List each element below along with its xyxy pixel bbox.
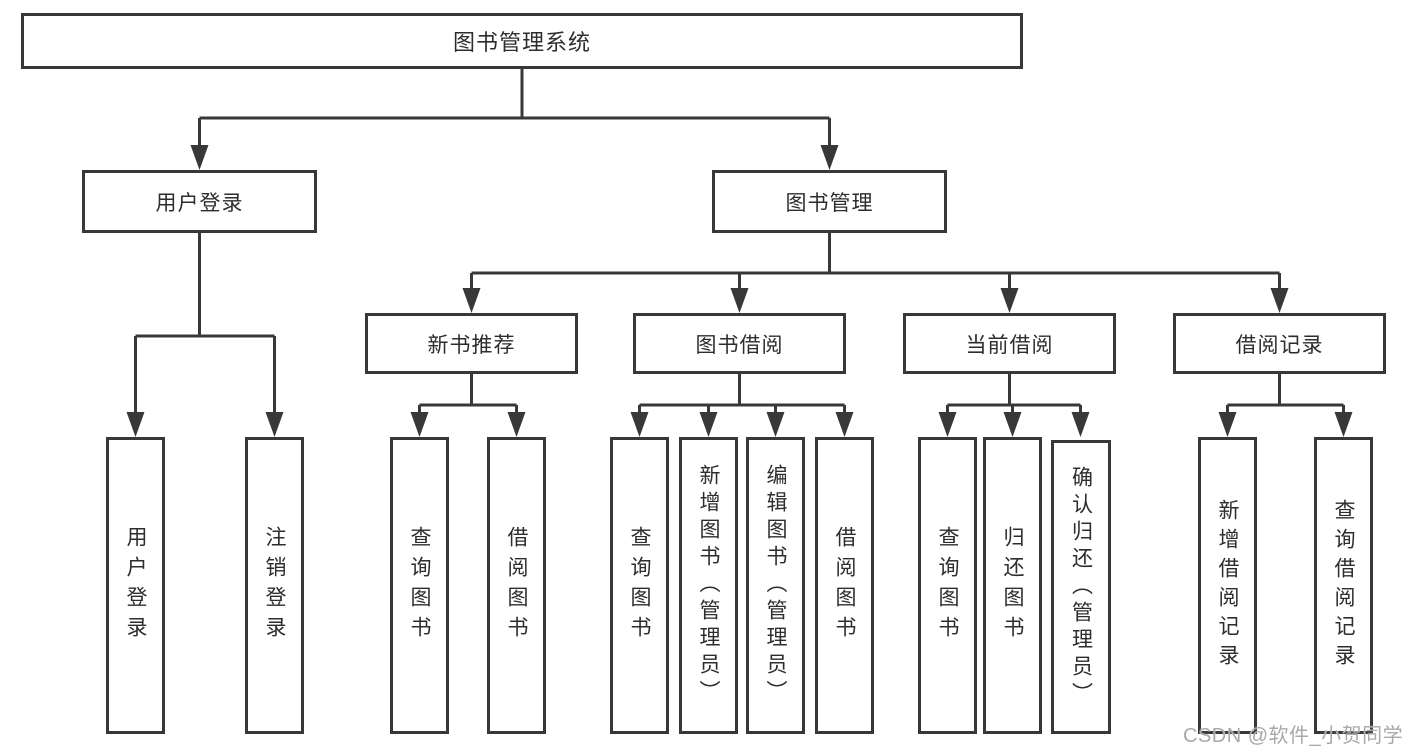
leaf-logout-label: 注销登录 xyxy=(263,525,286,646)
node-book-management: 图书管理 xyxy=(712,170,947,233)
leaf-return-books-label: 归还图书 xyxy=(1001,525,1024,646)
edge-lines xyxy=(134,68,1345,414)
node-new-book-recommend: 新书推荐 xyxy=(365,313,578,374)
leaf-return-books: 归还图书 xyxy=(983,437,1042,734)
arrow-book-mgmt xyxy=(820,145,839,170)
leaf-query-borrow-record: 查询借阅记录 xyxy=(1314,437,1373,734)
edge-book-mgmt-split xyxy=(470,232,1281,290)
arrow-user-login xyxy=(190,145,209,170)
edge-user-login-split xyxy=(134,232,276,414)
arrow-leaf-query-2 xyxy=(630,412,649,437)
leaf-query-books-recommend: 查询图书 xyxy=(390,437,449,734)
arrow-leaf-query-3 xyxy=(938,412,957,437)
arrow-leaf-logout xyxy=(265,412,284,437)
arrow-leaf-return xyxy=(1003,412,1022,437)
leaf-logout: 注销登录 xyxy=(245,437,304,734)
arrowheads xyxy=(126,145,1353,437)
leaf-user-login: 用户登录 xyxy=(106,437,165,734)
arrow-leaf-confirm-return xyxy=(1071,412,1090,437)
leaf-user-login-label: 用户登录 xyxy=(124,525,147,646)
csdn-watermark: CSDN @软件_小贺同学 xyxy=(1183,725,1404,747)
leaf-query-books-borrow: 查询图书 xyxy=(610,437,669,734)
arrow-leaf-user-login xyxy=(126,412,145,437)
node-root: 图书管理系统 xyxy=(21,13,1023,69)
leaf-borrow-books-borrow: 借阅图书 xyxy=(815,437,874,734)
node-book-borrow: 图书借阅 xyxy=(633,313,846,374)
leaf-add-book-admin-label: 新增图书（管理员） xyxy=(697,464,720,707)
leaf-edit-book-admin: 编辑图书（管理员） xyxy=(746,437,805,734)
edge-new-book-split xyxy=(418,373,518,414)
leaf-add-book-admin: 新增图书（管理员） xyxy=(679,437,738,734)
arrow-leaf-edit-book xyxy=(766,412,785,437)
arrow-leaf-borrow-1 xyxy=(507,412,526,437)
leaf-query-books-current-label: 查询图书 xyxy=(936,525,959,646)
arrow-leaf-borrow-2 xyxy=(835,412,854,437)
leaf-edit-book-admin-label: 编辑图书（管理员） xyxy=(764,464,787,707)
node-current-borrow: 当前借阅 xyxy=(903,313,1116,374)
arrow-current-borrow xyxy=(1000,288,1019,313)
leaf-borrow-books-recommend-label: 借阅图书 xyxy=(505,525,528,646)
arrow-leaf-query-1 xyxy=(410,412,429,437)
arrow-borrow-records xyxy=(1270,288,1289,313)
leaf-borrow-books-recommend: 借阅图书 xyxy=(487,437,546,734)
leaf-add-borrow-record: 新增借阅记录 xyxy=(1198,437,1257,734)
leaf-query-borrow-record-label: 查询借阅记录 xyxy=(1332,498,1355,673)
leaf-borrow-books-borrow-label: 借阅图书 xyxy=(833,525,856,646)
node-user-login: 用户登录 xyxy=(82,170,317,233)
arrow-book-borrow xyxy=(730,288,749,313)
leaf-confirm-return-admin-label: 确认归还（管理员） xyxy=(1069,465,1093,709)
edge-borrow-records-split xyxy=(1226,373,1345,414)
arrow-leaf-query-record xyxy=(1334,412,1353,437)
leaf-confirm-return-admin: 确认归还（管理员） xyxy=(1051,440,1111,734)
leaf-query-books-recommend-label: 查询图书 xyxy=(408,525,431,646)
arrow-leaf-add-book xyxy=(699,412,718,437)
edge-current-borrow-split xyxy=(946,373,1082,414)
edge-root-split xyxy=(198,68,831,148)
leaf-query-books-current: 查询图书 xyxy=(918,437,977,734)
arrow-leaf-add-record xyxy=(1218,412,1237,437)
leaf-query-books-borrow-label: 查询图书 xyxy=(628,525,651,646)
arrow-new-book xyxy=(462,288,481,313)
edge-book-borrow-split xyxy=(638,373,846,414)
node-borrow-records: 借阅记录 xyxy=(1173,313,1386,374)
leaf-add-borrow-record-label: 新增借阅记录 xyxy=(1216,498,1239,673)
